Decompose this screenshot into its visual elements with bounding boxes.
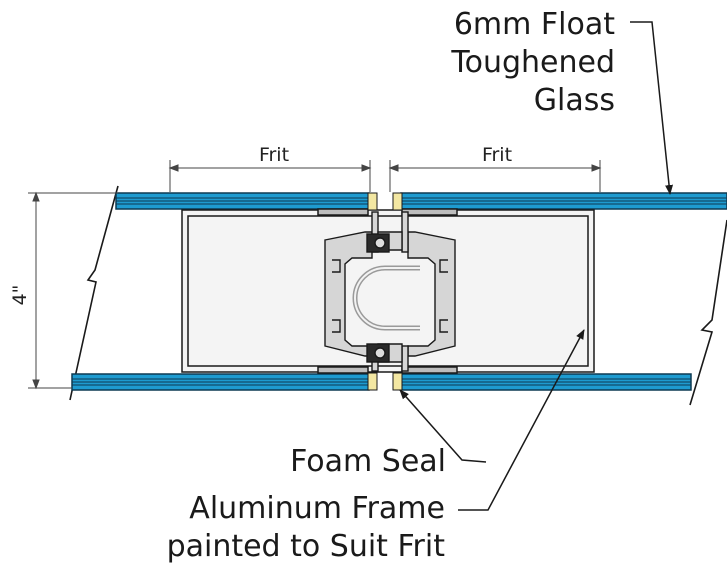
- foam-seal-callout: Foam Seal: [290, 443, 446, 481]
- foam-seal-top: [367, 192, 403, 211]
- glass-pane-top-right: [400, 192, 727, 210]
- height-dimension: [28, 191, 118, 390]
- leader-glass: [630, 21, 674, 195]
- leader-aluminum-frame: [458, 329, 585, 511]
- aluminum-frame-callout-line-2: painted to Suit Frit: [166, 529, 445, 564]
- frit-dimension-right: [388, 160, 602, 192]
- foam-seal-callout-text: Foam Seal: [290, 444, 446, 479]
- break-line-left: [69, 185, 119, 401]
- aluminum-frame-callout-line-1: Aluminum Frame: [189, 491, 445, 526]
- frit-label-right: Frit: [482, 144, 512, 166]
- glass-pane-top-left: [115, 192, 370, 210]
- u-connector: [352, 265, 420, 331]
- glass-pane-bottom-right: [400, 373, 692, 391]
- frit-dimension-left: [168, 160, 372, 192]
- glass-callout-line-1: 6mm Float: [453, 7, 615, 42]
- aluminum-frame-callout: Aluminum Frame painted to Suit Frit: [167, 490, 445, 566]
- glass-callout: 6mm Float Toughened Glass: [451, 6, 615, 120]
- height-label: 4": [9, 285, 31, 306]
- foam-seal-bottom: [367, 372, 403, 391]
- leader-foam-seal: [399, 389, 487, 463]
- frit-label-left: Frit: [259, 144, 289, 166]
- mullion-extrusion: [324, 211, 456, 372]
- glass-pane-bottom-left: [71, 373, 370, 391]
- break-line-right: [689, 219, 727, 406]
- glass-callout-line-3: Glass: [533, 83, 615, 118]
- glass-callout-line-2: Toughened: [451, 45, 615, 80]
